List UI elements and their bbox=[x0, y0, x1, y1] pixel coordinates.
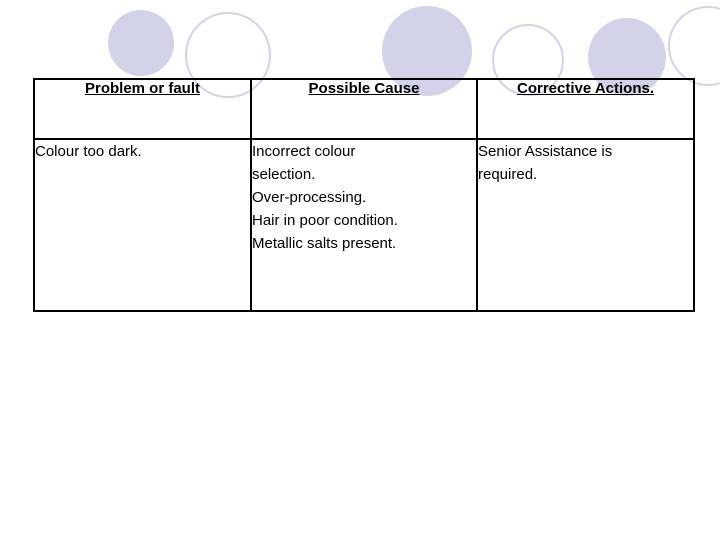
problem-line-1: Colour too dark. bbox=[35, 143, 142, 160]
cause-line-3: Over-processing. bbox=[252, 189, 367, 206]
fault-table: Problem or fault Possible Cause Correcti… bbox=[33, 78, 695, 312]
table-cell-cause: Incorrect colour selection. Over-process… bbox=[250, 138, 478, 312]
circle-outline-3 bbox=[668, 6, 720, 86]
cause-line-1: Incorrect colour bbox=[252, 143, 356, 160]
circle-filled-1 bbox=[108, 10, 174, 76]
table-header-row: Problem or fault Possible Cause Correcti… bbox=[33, 78, 695, 140]
table-header-cell-action: Corrective Actions. bbox=[476, 78, 695, 140]
table-row: Colour too dark. Incorrect colour select… bbox=[33, 138, 695, 312]
action-line-2: required. bbox=[478, 166, 538, 183]
table-header-cell-problem: Problem or fault bbox=[33, 78, 252, 140]
table-header-label-cause: Possible Cause bbox=[308, 80, 420, 97]
table-header-cell-cause: Possible Cause bbox=[250, 78, 478, 140]
fault-table-container: Problem or fault Possible Cause Correcti… bbox=[33, 78, 695, 312]
table-cell-action: Senior Assistance is required. bbox=[476, 138, 695, 312]
cause-line-4: Hair in poor condition. bbox=[252, 212, 398, 229]
table-header-label-action: Corrective Actions. bbox=[517, 80, 654, 97]
cause-line-2: selection. bbox=[252, 166, 316, 183]
table-header-label-problem: Problem or fault bbox=[84, 80, 200, 97]
cause-line-5: Metallic salts present. bbox=[252, 235, 397, 252]
action-line-1: Senior Assistance is bbox=[478, 143, 613, 160]
table-cell-problem: Colour too dark. bbox=[33, 138, 252, 312]
